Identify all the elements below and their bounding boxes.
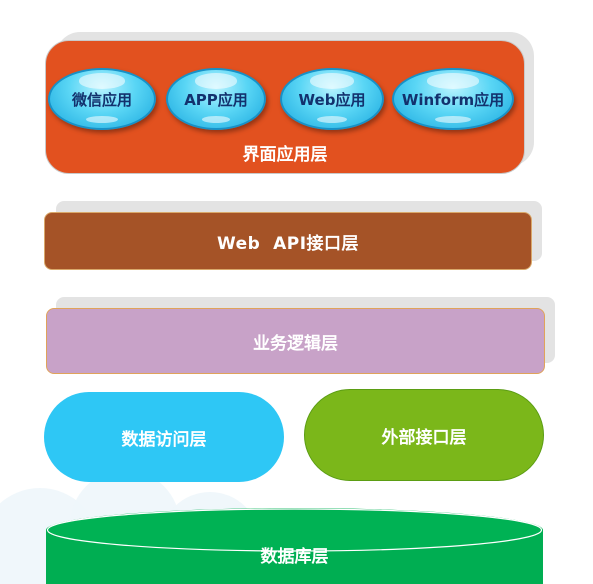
data-access-layer-label: 数据访问层 — [121, 429, 207, 450]
app-bubble-web: Web应用 — [280, 68, 384, 130]
app-bubble-label: Winform应用 — [401, 90, 505, 109]
app-bubble-label: APP应用 — [184, 90, 248, 109]
database-cylinder-icon — [46, 508, 543, 584]
database-layer: 数据库层 — [46, 508, 543, 584]
app-bubble-winform: Winform应用 — [392, 68, 514, 130]
business-layer-label: 业务逻辑层 — [253, 333, 338, 354]
database-layer-label: 数据库层 — [260, 547, 329, 567]
ui-layer-label: 界面应用层 — [242, 145, 328, 165]
app-bubble-label: 微信应用 — [71, 90, 132, 109]
external-layer-label: 外部接口层 — [381, 427, 467, 448]
web-api-layer: Web API接口层 — [44, 212, 532, 270]
external-interface-layer: 外部接口层 — [304, 389, 544, 481]
data-access-layer: 数据访问层 — [44, 392, 284, 482]
app-bubble-wechat: 微信应用 — [48, 68, 156, 130]
app-bubble-label: Web应用 — [298, 90, 366, 109]
app-bubble-app: APP应用 — [166, 68, 266, 130]
api-layer-label: Web API接口层 — [216, 233, 360, 254]
business-logic-layer: 业务逻辑层 — [46, 308, 545, 374]
